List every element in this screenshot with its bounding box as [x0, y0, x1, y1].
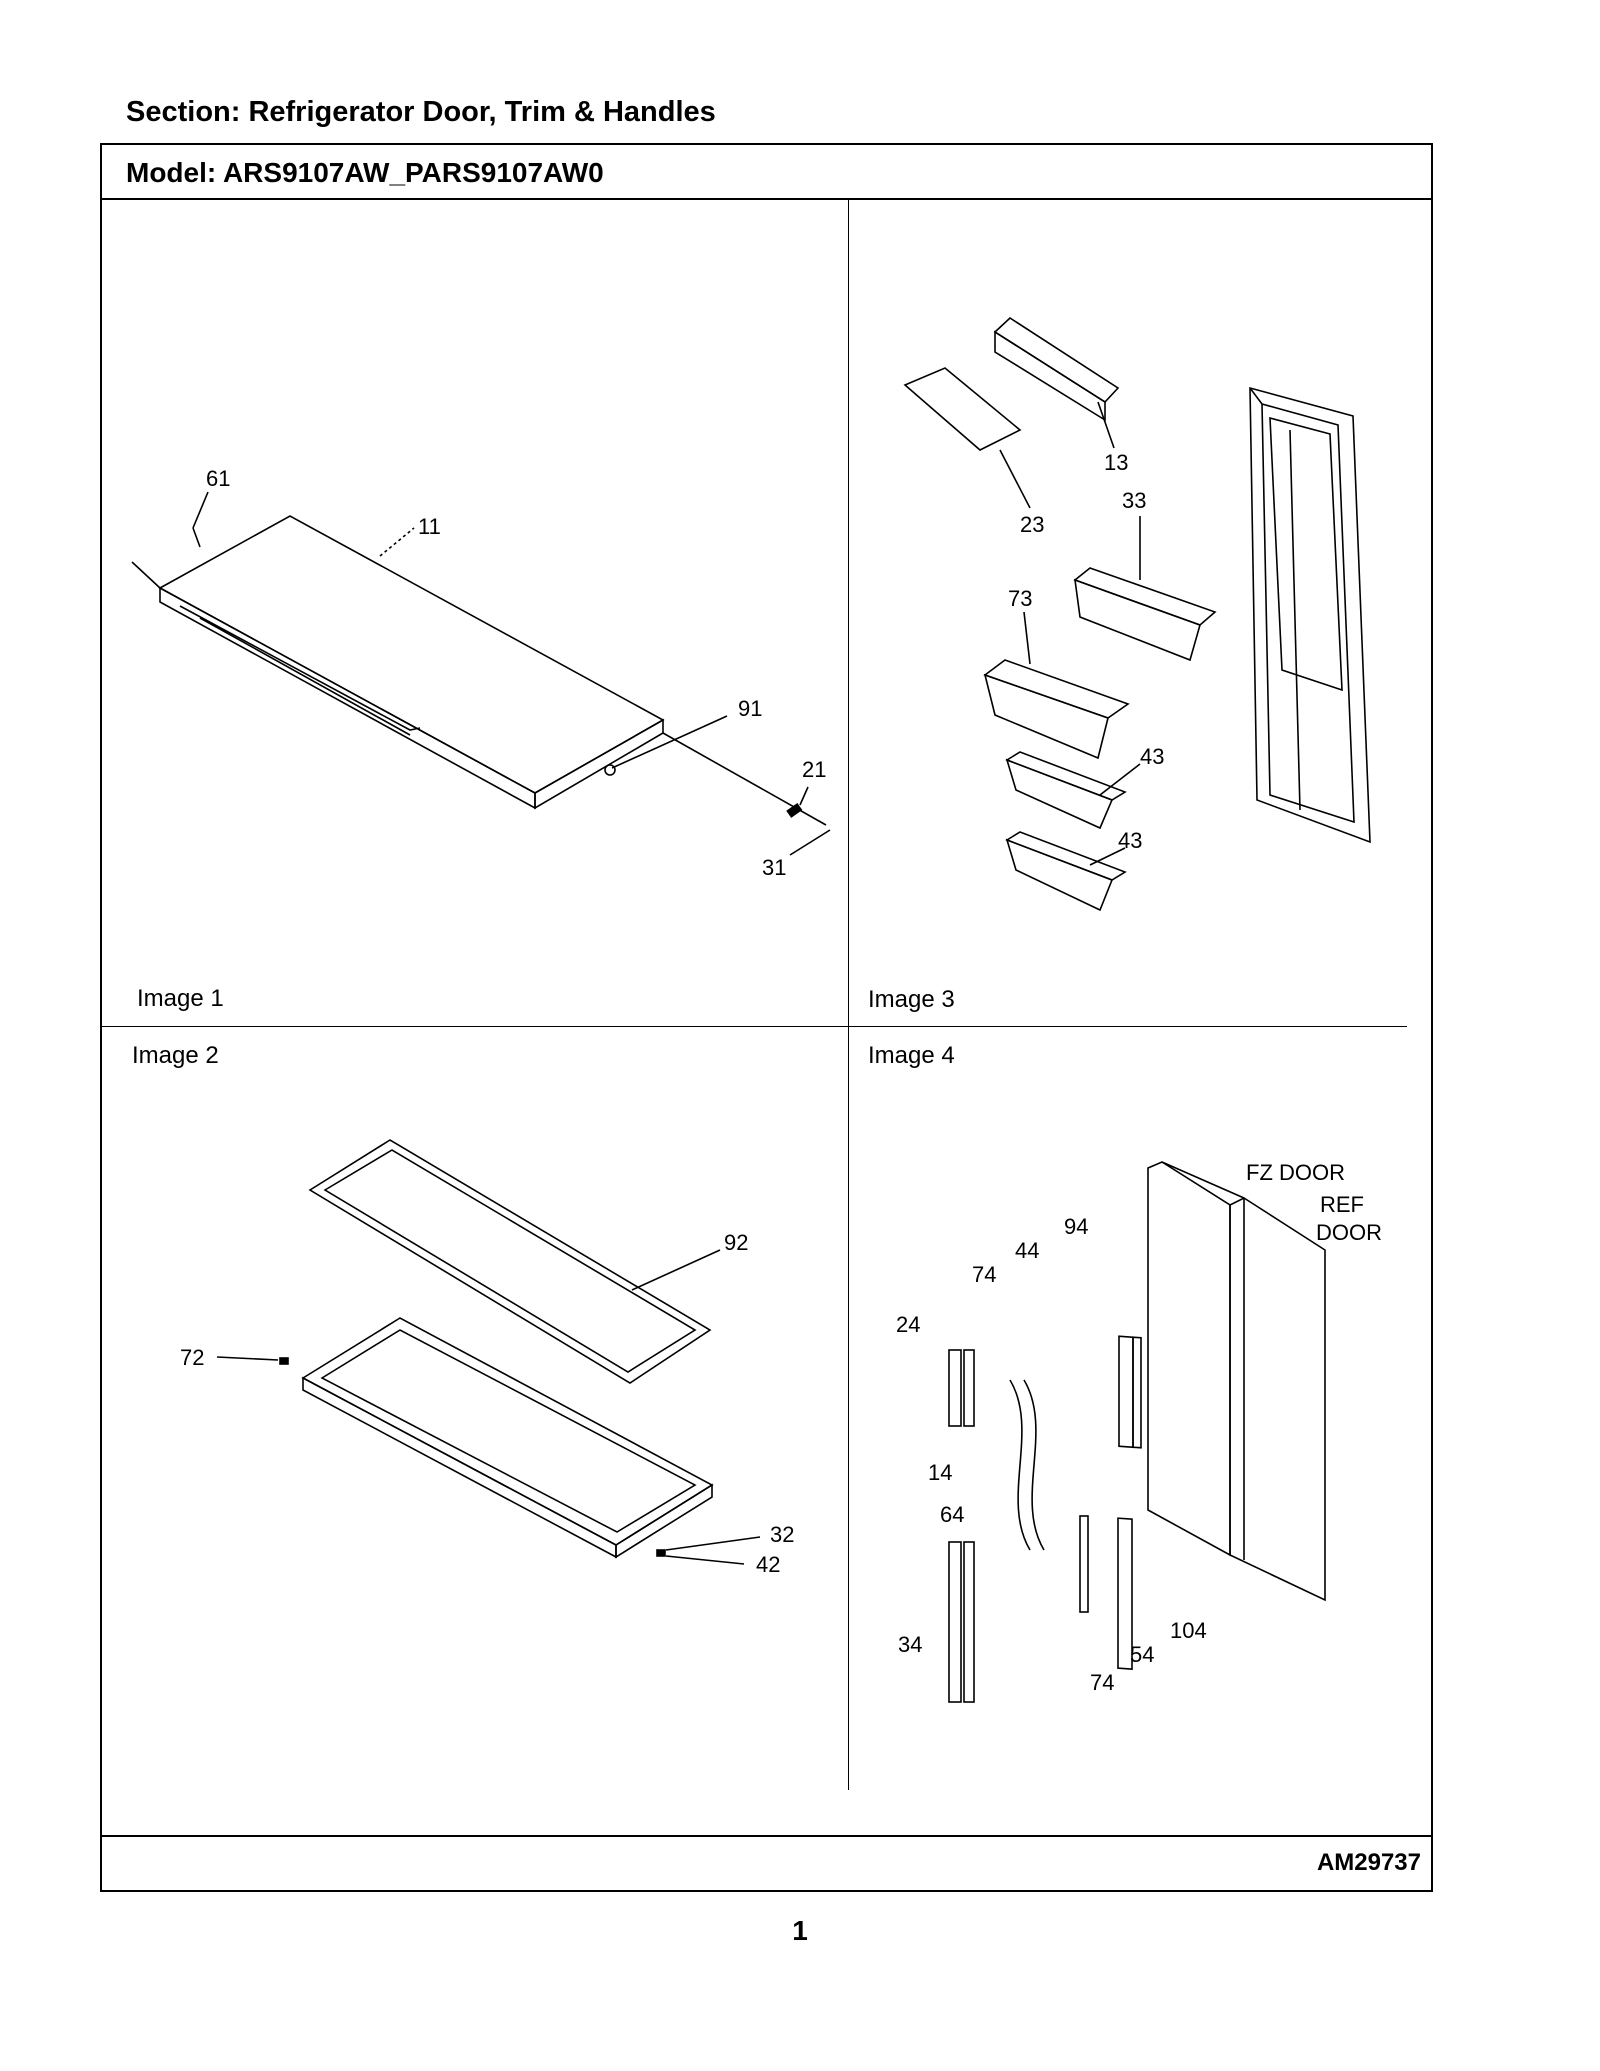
callout-14: 14 — [928, 1460, 952, 1485]
model-bar: Model: ARS9107AW_PARS9107AW0 — [102, 145, 1431, 200]
drawing-number: AM29737 — [1316, 1849, 1421, 1876]
callout-34: 34 — [898, 1632, 922, 1657]
callout-54: 54 — [1130, 1642, 1154, 1667]
callout-91: 91 — [738, 696, 762, 721]
callout-94: 94 — [1064, 1214, 1088, 1239]
image2-gasket-drawing — [279, 1139, 714, 1559]
image2-label: Image 2 — [132, 1042, 219, 1069]
door-label-door: DOOR — [1316, 1220, 1382, 1245]
image4-callouts: FZ DOOR REF DOOR 94 44 74 24 14 64 34 10… — [896, 1160, 1382, 1695]
section-title: Section: Refrigerator Door, Trim & Handl… — [126, 96, 716, 128]
callout-74b: 74 — [1090, 1670, 1114, 1695]
image3-bins-drawing — [903, 316, 1217, 912]
callout-44: 44 — [1015, 1238, 1039, 1263]
image1-label: Image 1 — [137, 985, 224, 1012]
callout-32: 32 — [770, 1522, 794, 1547]
door-label-fz: FZ DOOR — [1246, 1160, 1345, 1185]
callout-61: 61 — [206, 466, 230, 491]
panel-divider-vertical — [848, 200, 849, 1790]
image4-handles-drawing — [948, 1335, 1142, 1703]
image3-callouts: 13 23 33 73 43 43 — [999, 401, 1164, 866]
callout-73: 73 — [1008, 586, 1032, 611]
callout-72: 72 — [180, 1345, 204, 1370]
image3-door-drawing — [1249, 386, 1371, 844]
callout-92: 92 — [724, 1230, 748, 1255]
callout-21: 21 — [802, 757, 826, 782]
callout-74a: 74 — [972, 1262, 996, 1287]
image2-callouts: 92 72 32 42 — [180, 1230, 794, 1577]
callout-13: 13 — [1104, 450, 1128, 475]
callout-64: 64 — [940, 1502, 964, 1527]
image1-shelf-drawing — [131, 515, 827, 826]
panel-divider-horizontal — [102, 1026, 1407, 1027]
diagram-frame: Model: ARS9107AW_PARS9107AW0 Image 1 Ima… — [100, 143, 1433, 1892]
callout-43b: 43 — [1118, 828, 1142, 853]
callout-104: 104 — [1170, 1618, 1207, 1643]
door-label-ref: REF — [1320, 1192, 1364, 1217]
callout-31: 31 — [762, 855, 786, 880]
callout-33: 33 — [1122, 488, 1146, 513]
page-number: 1 — [792, 1915, 808, 1946]
image4-label: Image 4 — [868, 1042, 955, 1069]
image3-label: Image 3 — [868, 986, 955, 1013]
callout-23: 23 — [1020, 512, 1044, 537]
image1-callouts: 61 11 91 21 31 — [192, 466, 831, 880]
model-label: Model: ARS9107AW_PARS9107AW0 — [126, 157, 604, 188]
callout-42: 42 — [756, 1552, 780, 1577]
callout-24: 24 — [896, 1312, 920, 1337]
callout-11: 11 — [418, 514, 441, 539]
image4-doors-drawing — [1147, 1161, 1326, 1602]
callout-43a: 43 — [1140, 744, 1164, 769]
footer-bar: AM29737 — [102, 1835, 1431, 1890]
